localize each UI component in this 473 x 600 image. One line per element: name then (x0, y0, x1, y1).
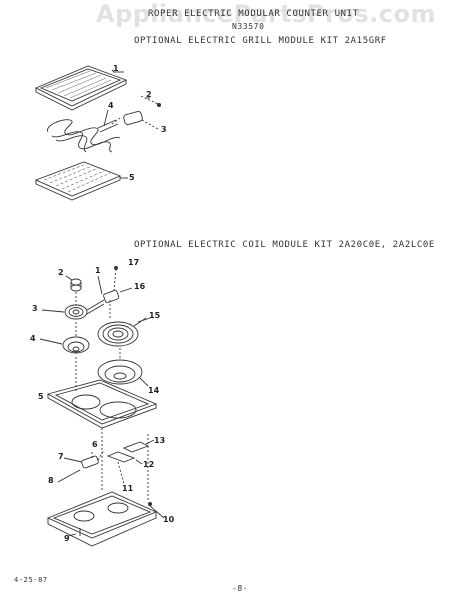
large-coil-element (97, 317, 151, 347)
coil-cap (65, 275, 82, 292)
grill-grease-pan (34, 161, 128, 201)
callout-coil-10: 10 (163, 515, 175, 524)
callout-coil-7: 7 (58, 452, 64, 461)
callout-coil-4: 4 (30, 334, 36, 343)
callout-grill-5: 5 (129, 173, 135, 182)
callout-grill-1: 1 (113, 64, 119, 73)
grill-tray (34, 65, 128, 111)
switch-assembly (57, 449, 105, 483)
callout-coil-1: 1 (95, 266, 101, 275)
callout-coil-5: 5 (38, 392, 44, 401)
callout-coil-15: 15 (149, 311, 161, 320)
callout-grill-4: 4 (108, 101, 114, 110)
grill-kit-heading: OPTIONAL ELECTRIC GRILL MODULE KIT 2A15G… (134, 36, 387, 46)
callout-coil-13: 13 (154, 436, 166, 445)
top-frame (46, 357, 158, 429)
terminal-block (97, 266, 133, 318)
grill-screw (140, 95, 162, 108)
callout-coil-17: 17 (128, 258, 140, 267)
callout-coil-3: 3 (32, 304, 38, 313)
callout-coil-9: 9 (64, 534, 70, 543)
housing-screw (147, 501, 165, 519)
grill-receptacle (111, 111, 159, 130)
callout-coil-14: 14 (148, 386, 160, 395)
small-coil-element (41, 292, 105, 320)
callout-coil-11: 11 (122, 484, 134, 493)
page-number: -8- (232, 584, 249, 593)
grill-heating-element (47, 109, 121, 153)
callout-coil-16: 16 (134, 282, 146, 291)
diagram-title: ROPER ELECTRIC MODULAR COUNTER UNIT (148, 9, 359, 19)
coil-kit-heading: OPTIONAL ELECTRIC COIL MODULE KIT 2A20C0… (134, 240, 435, 250)
callout-coil-8: 8 (48, 476, 54, 485)
watermark: AppliancePartsPros.com (96, 0, 436, 28)
bottom-housing (46, 428, 158, 547)
callout-coil-12: 12 (143, 460, 155, 469)
callout-coil-6: 6 (92, 440, 98, 449)
callout-grill-3: 3 (161, 125, 167, 134)
small-drip-bowl (39, 322, 90, 354)
large-drip-bowl (97, 348, 149, 387)
callout-coil-2: 2 (58, 268, 64, 277)
footer-date: 4-25-87 (14, 576, 48, 584)
callout-grill-2: 2 (146, 90, 152, 99)
model-number: N33570 (232, 22, 265, 31)
